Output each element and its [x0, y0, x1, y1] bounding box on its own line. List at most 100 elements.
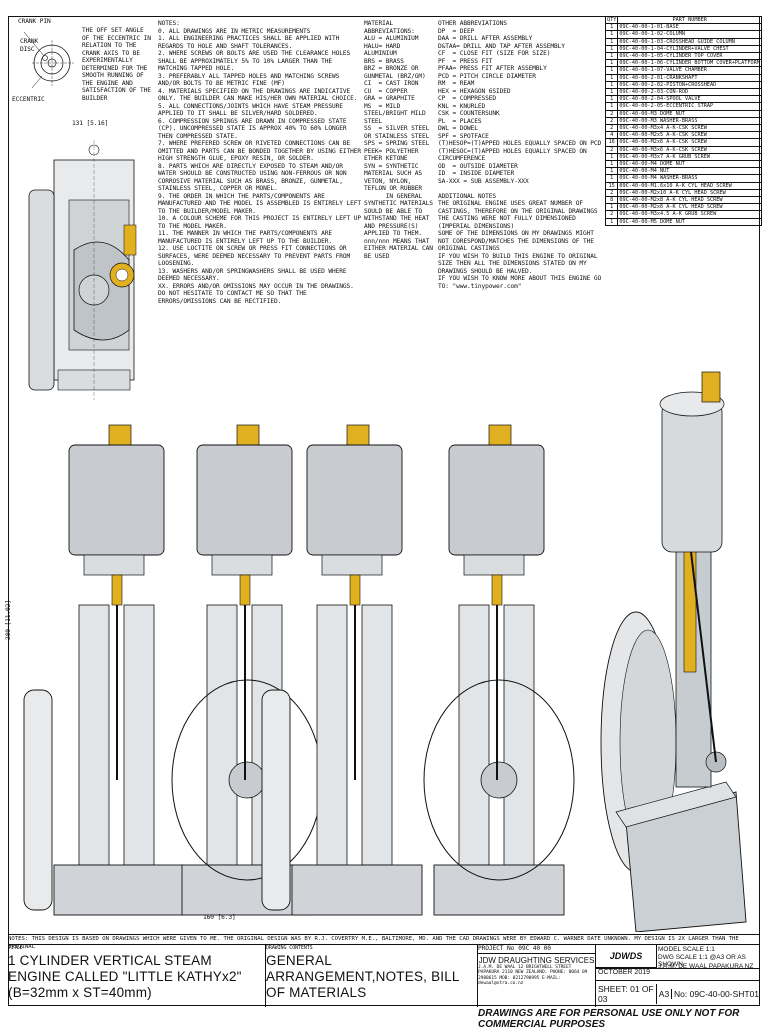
bom-part-number: 09C-40-00-1-05-CYLINDER TOP COVER	[617, 52, 762, 61]
bom-part-number: 09C-40-00-M4 WASHER-BRASS	[617, 174, 762, 183]
bom-qty: 1	[604, 80, 619, 90]
bom-qty: 16	[604, 138, 619, 147]
drawing-contents: GENERAL ARRANGEMENT,NOTES, BILL OF MATER…	[266, 952, 460, 1000]
bom-part-number: 09C-40-00-M5 DOME NUT	[617, 217, 762, 226]
bom-part-number: 09C-40-00-M2x6 A-K CYL HEAD SCREW	[617, 203, 762, 212]
design-footnote: NOTES: THIS DESIGN IS BASED ON DRAWINGS …	[8, 934, 760, 951]
bom-qty: 1	[604, 37, 619, 46]
bom-qty: 2	[604, 145, 619, 154]
bom-header-part: PART NUMBER	[617, 15, 762, 25]
dim-overall-width: 160 [6.3]	[203, 914, 236, 921]
bom-part-number: 09C-40-00-1-06-CYLINDER BOTTOM COVER+PLA…	[617, 59, 762, 68]
copyright: J.A.M. DE WAAL PAPAKURA NZ	[658, 963, 754, 970]
material-abbreviations: MATERIAL ABBREVIATIONS: ALU = ALUMINIUM …	[364, 20, 433, 260]
bom-qty: 1	[604, 44, 619, 54]
bom-qty: 1	[604, 66, 619, 75]
bom-qty: 1	[604, 95, 619, 104]
isometric-view	[600, 371, 747, 932]
drawing-number: No: 09C-40-00-SHT01	[674, 989, 760, 999]
bom-part-number: 09C-40-00-1-03-CROSSHEAD GUIDE COLUMN	[617, 37, 762, 46]
project-label: PROJECT No	[478, 945, 515, 952]
bom-qty: 1	[604, 52, 619, 61]
crank-pin-label: CRANK PIN	[18, 18, 51, 25]
bom-part-number: 09C-40-00-2-01-CRANKSHAFT	[617, 73, 762, 82]
bom-qty: 2	[604, 109, 619, 118]
crank-disc-label: CRANK DISC	[20, 38, 39, 53]
sheet-number: SHEET: 01 OF 03	[596, 984, 657, 1004]
bom-qty: 1	[604, 88, 619, 97]
bom-part-number: 09C-40-00-M2x8 A-K CYL HEAD SCREW	[617, 196, 762, 205]
bom-qty: 8	[604, 196, 619, 205]
elevation-view-3	[261, 424, 423, 916]
bom-qty: 1	[604, 203, 619, 212]
bom-qty: 1	[604, 217, 619, 226]
drawing-title: 1 CYLINDER VERTICAL STEAM ENGINE CALLED …	[8, 952, 242, 1000]
bom-part-number: 09C-40-00-1-07-VALVE CHAMBER	[617, 66, 762, 75]
dim-overall-height: 280 [11.02]	[5, 600, 12, 640]
jdwds-logo: JDWDS	[596, 945, 657, 968]
bom-qty: 1	[604, 23, 619, 32]
sheet-size: A3	[657, 989, 672, 999]
bom-part-number: 09C-40-00-M3x4.5 A-K GRUB SCREW	[617, 210, 762, 219]
bom-part-number: 09C-40-00-M2x10 A-K CYL HEAD SCREW	[617, 188, 762, 198]
bom-qty: 1	[604, 167, 619, 176]
bom-part-number: 09C-40-00-1-04-CYLINDER+VALVE CHEST	[617, 44, 762, 54]
bom-part-number: 09C-40-00-1-02-COLUMN	[617, 30, 762, 39]
model-scale: MODEL SCALE 1:1	[658, 946, 715, 953]
bom-part-number: 09C-40-00-M3x7 A-K GRUB SCREW	[617, 152, 762, 162]
bom-qty: 2	[604, 124, 619, 133]
bom-qty: 1	[604, 174, 619, 183]
bom-header-qty: QTY	[604, 15, 619, 25]
eccentric-diagram	[23, 31, 74, 89]
contents-label: DRAWING CONTENTS	[266, 945, 313, 951]
company-address: J.A.M. DE WAAL 12 BRIGHTWELL STREET PAPA…	[478, 964, 588, 987]
usage-notice: DRAWINGS ARE FOR PERSONAL USE ONLY NOT F…	[478, 1008, 740, 1030]
drawing-sheet	[8, 16, 760, 1006]
elevation-views	[23, 424, 575, 916]
company-name: JDW DRAUGHTING SERVICES	[478, 955, 595, 965]
bom-qty: 1	[604, 30, 619, 39]
eccentric-note: THE OFF SET ANGLE OF THE ECCENTRIC IN RE…	[82, 27, 155, 102]
bom-part-number: 09C-40-00-M3x6 A-K-CSK SCREW	[617, 145, 762, 154]
bom-qty: 1	[604, 59, 619, 68]
title-label: TITLE	[8, 945, 23, 951]
bom-qty: 2	[604, 188, 619, 198]
bom-part-number: 09C-40-00-M4 NUT	[617, 167, 762, 176]
project-number: 09C 40 00	[518, 945, 551, 952]
bom-part-number: 09C-40-00-2-05-ECCENTRIC STRAP	[617, 102, 762, 111]
top-side-view	[28, 140, 137, 400]
bom-qty: 1	[604, 152, 619, 162]
bom-part-number: 09C-40-00-M3x4 A-K-CSK SCREW	[617, 124, 762, 133]
bom-qty: 15	[604, 181, 619, 190]
elevation-view-4	[423, 424, 575, 916]
bom-part-number: 09C-40-00-M3 WASHER-BRASS	[617, 116, 762, 126]
bom-part-number: 09C-40-00-M2x6 A-K-CSK SCREW	[617, 138, 762, 147]
bom-qty: 1	[604, 73, 619, 82]
bom-part-number: 09C-40-00-2-02-PISTON+CROSSHEAD	[617, 80, 762, 90]
bom-qty: 1	[604, 102, 619, 111]
title-block: TITLE 1 CYLINDER VERTICAL STEAM ENGINE C…	[8, 944, 760, 1007]
